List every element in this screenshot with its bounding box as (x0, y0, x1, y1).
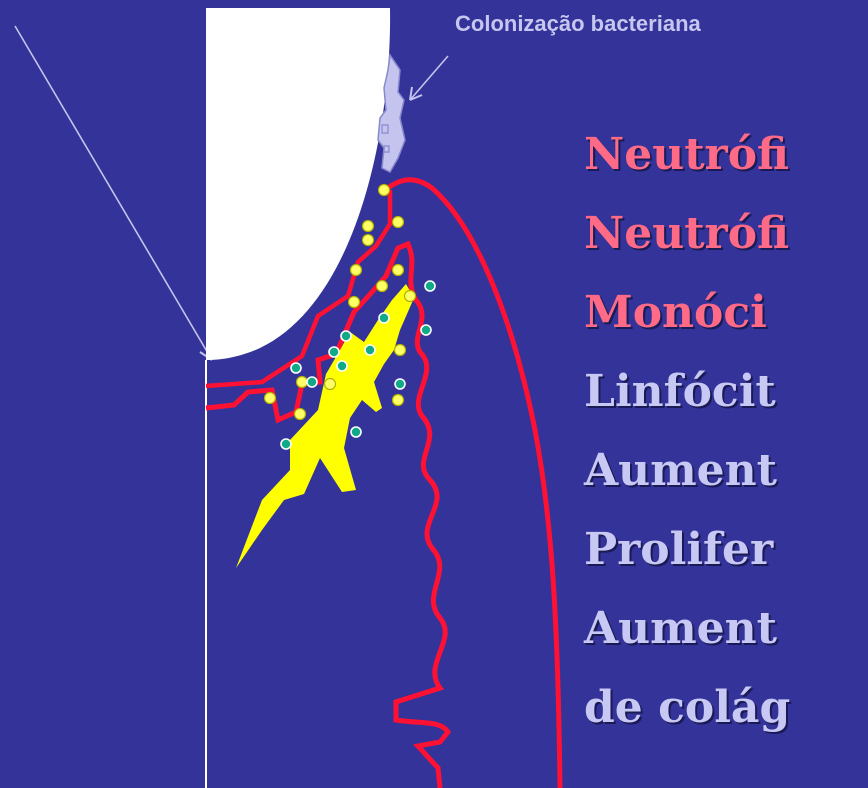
pointer-arrow-icon (410, 56, 448, 100)
tooth-crown-icon (206, 8, 390, 360)
caption-bacterial-colonization: Colonização bacteriana (455, 11, 701, 37)
pointer-arrow-left (15, 26, 212, 360)
